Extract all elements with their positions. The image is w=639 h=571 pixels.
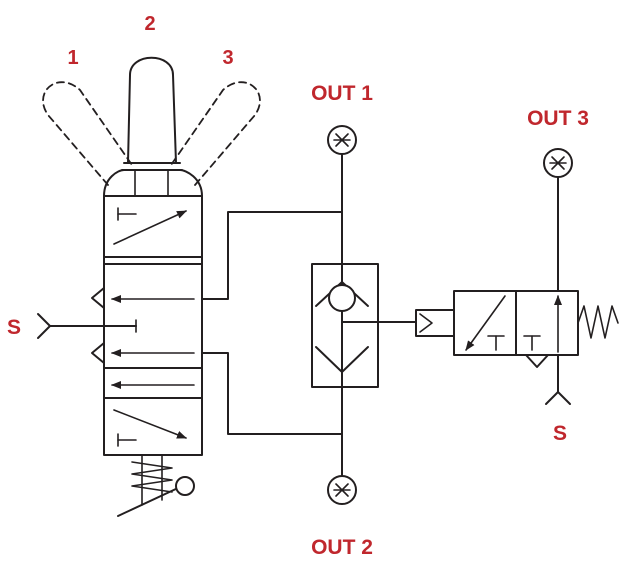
toggle-lever [42, 56, 261, 197]
label-out-2: OUT 2 [311, 536, 373, 559]
lever-position-1 [42, 81, 133, 186]
pilot-lines [201, 211, 343, 435]
lever-position-2 [127, 56, 177, 164]
shuttle-ball [328, 284, 356, 312]
outlet-2 [327, 475, 357, 505]
outlet-1 [327, 125, 357, 155]
pilot-valve [415, 174, 619, 405]
manual-valve [37, 195, 203, 456]
label-position-2: 2 [144, 13, 155, 35]
label-position-1: 1 [67, 47, 78, 69]
outlet-3 [543, 148, 573, 178]
label-out-3: OUT 3 [527, 107, 589, 130]
lever-dome [103, 169, 203, 197]
label-position-3: 3 [222, 47, 233, 69]
label-out-1: OUT 1 [311, 82, 373, 105]
detent-ball [175, 476, 195, 496]
label-supply-right: S [553, 422, 567, 445]
detent-mechanism [117, 454, 195, 517]
lever-position-3 [170, 81, 261, 186]
shuttle-valve [311, 147, 417, 483]
label-supply-left: S [7, 316, 21, 339]
